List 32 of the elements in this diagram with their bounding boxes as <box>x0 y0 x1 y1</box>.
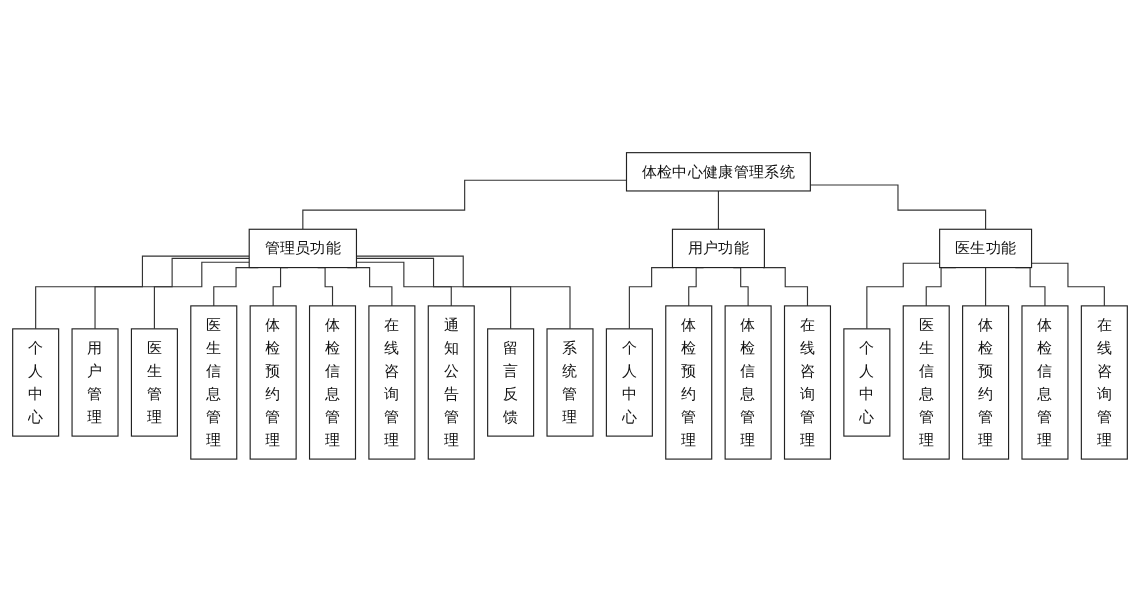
connector <box>1031 262 1105 307</box>
node-box <box>724 305 772 460</box>
connector <box>985 267 987 307</box>
node-box <box>1021 305 1069 460</box>
connector <box>628 267 675 330</box>
node-box <box>12 328 60 437</box>
connector <box>153 261 250 330</box>
node-box <box>665 305 713 460</box>
tree-diagram: 体检中心健康管理系统 管理员功能 用户功能 医生功能 个人中心 用户管理 医生管理 医生信息管理 体检预约管理 体检信息管理 在线咨询管理 通知公告管理 留言反馈 系统管理 个人中心 体检预约管理 体检信息管理 在线咨询管理 个人中心 医生信息管理 体检预约管理 体检信息管理 在线咨询管理 <box>5 145 1135 467</box>
connector <box>35 255 250 330</box>
node-box <box>939 228 1033 269</box>
connector <box>94 257 250 330</box>
connector <box>717 190 719 230</box>
node-box <box>308 305 357 460</box>
node-box <box>248 228 358 269</box>
node-box <box>1080 305 1128 460</box>
node-box <box>130 328 178 437</box>
node-box <box>962 305 1010 460</box>
node-box <box>487 328 535 437</box>
node-box <box>902 305 950 460</box>
node-box <box>249 305 297 460</box>
node-box <box>71 328 119 437</box>
node-box <box>605 328 653 437</box>
node-box <box>546 328 594 437</box>
node-box <box>368 305 416 460</box>
node-box <box>190 305 238 460</box>
connector <box>762 267 809 307</box>
node-box <box>427 305 475 460</box>
node-box <box>625 152 811 192</box>
node-box <box>843 328 891 437</box>
node-box <box>783 305 832 460</box>
node-box <box>671 228 765 269</box>
